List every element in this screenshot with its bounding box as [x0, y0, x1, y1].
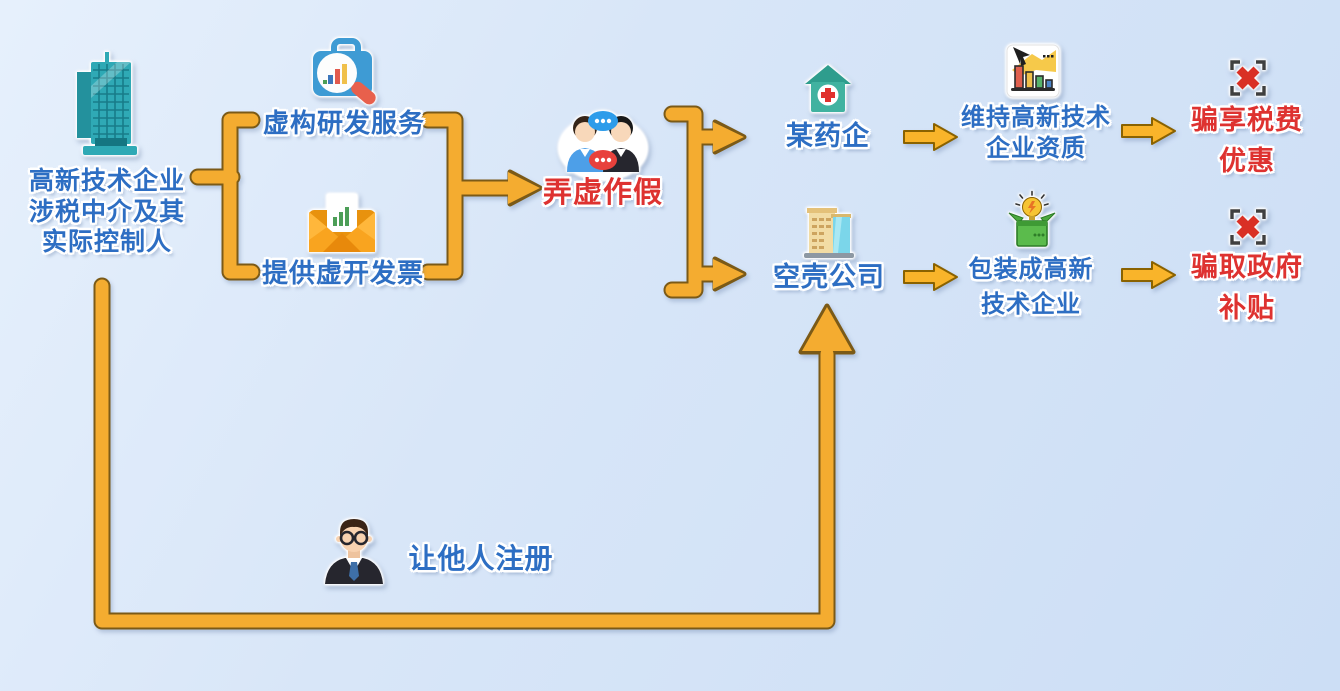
businessman-icon — [325, 519, 383, 584]
node-package-hightech: 包装成高新 技术企业 — [969, 190, 1093, 318]
maintain-qualification-label: 维持高新技术 企业资质 — [955, 102, 1117, 164]
connector-right-bracket-fill — [421, 113, 462, 279]
envelope-invoice-icon — [309, 194, 375, 252]
node-fake-rd: 虚构研发服务 — [263, 36, 424, 138]
gift-box-bulb-icon — [1008, 190, 1056, 247]
node-maintain-qualification: 维持高新技术 企业资质 — [961, 42, 1110, 162]
register-text: 让他人注册 — [408, 543, 554, 574]
pharma-text: 某药企 — [786, 121, 870, 151]
arrow-shell-to-package — [903, 263, 958, 291]
falsify-label: 弄虚作假 — [541, 176, 665, 211]
node-register-by-others: 让他人注册 — [318, 512, 553, 584]
node-shell-company: 空壳公司 — [773, 201, 884, 292]
people-chat-icon — [559, 111, 647, 180]
intermediary-line-2: 涉税中介及其 — [28, 197, 185, 226]
shell-company-text: 空壳公司 — [773, 262, 885, 292]
package-hightech-label: 包装成高新 技术企业 — [951, 253, 1111, 323]
pharmacy-house-icon — [805, 65, 851, 112]
office-tower-icon — [77, 52, 137, 155]
subsidy-line-1: 骗取政府 — [1191, 252, 1303, 282]
pharma-label: 某药企 — [772, 120, 884, 153]
tax-fraud-line-2: 优惠 — [1219, 145, 1275, 176]
fake-rd-label: 虚构研发服务 — [258, 108, 430, 140]
growth-chart-icon — [1006, 44, 1060, 98]
briefcase-magnifier-icon — [313, 38, 376, 105]
package-line-2: 技术企业 — [981, 290, 1081, 318]
arrow-package-to-subsidyfraud — [1121, 261, 1176, 289]
tax-fraud-line-1: 骗享税费 — [1191, 105, 1303, 135]
node-intermediary: 高新技术企业 涉税中介及其 实际控制人 — [29, 50, 184, 256]
subsidy-line-2: 补贴 — [1219, 292, 1275, 323]
long-arrowhead — [802, 307, 852, 351]
fake-invoice-label: 提供虚开发票 — [257, 258, 429, 290]
node-subsidy-fraud: 骗取政府 补贴 — [1191, 209, 1302, 323]
arrow-pharma-to-maintain — [903, 123, 958, 151]
crossed-x-icon — [1230, 209, 1266, 245]
connector-left-bracket-fill — [223, 113, 259, 279]
subsidy-fraud-label: 骗取政府 补贴 — [1154, 247, 1340, 328]
maintain-line-1: 维持高新技术 — [961, 104, 1111, 131]
connector-long-arrow-path-fill — [95, 279, 834, 628]
shell-company-label: 空壳公司 — [767, 261, 891, 294]
fake-invoice-text: 提供虚开发票 — [261, 258, 424, 288]
node-fake-invoice: 提供虚开发票 — [262, 190, 423, 288]
intermediary-line-1: 高新技术企业 — [28, 167, 185, 195]
register-by-others-label: 让他人注册 — [396, 542, 566, 576]
fake-rd-text: 虚构研发服务 — [262, 108, 425, 138]
node-tax-benefit-fraud: 骗享税费 优惠 — [1191, 60, 1302, 176]
falsify-text: 弄虚作假 — [542, 177, 663, 209]
top-branch-arrowhead — [713, 122, 744, 152]
tax-benefit-fraud-label: 骗享税费 优惠 — [1154, 100, 1340, 181]
bottom-branch-arrowhead — [713, 259, 744, 289]
connector-branch-bracket-fill — [665, 107, 702, 297]
maintain-line-2: 企业资质 — [986, 135, 1086, 163]
node-pharma: 某药企 — [786, 62, 869, 151]
arrow-maintain-to-taxfraud — [1121, 117, 1176, 145]
package-line-1: 包装成高新 — [968, 256, 1094, 283]
intermediary-line-3: 实际控制人 — [41, 228, 172, 256]
intermediary-label: 高新技术企业 涉税中介及其 实际控制人 — [8, 166, 206, 258]
crossed-x-icon — [1230, 60, 1266, 96]
falsify-arrowhead — [508, 172, 540, 204]
node-falsify: 弄虚作假 — [543, 106, 662, 209]
office-building-icon — [804, 208, 854, 258]
